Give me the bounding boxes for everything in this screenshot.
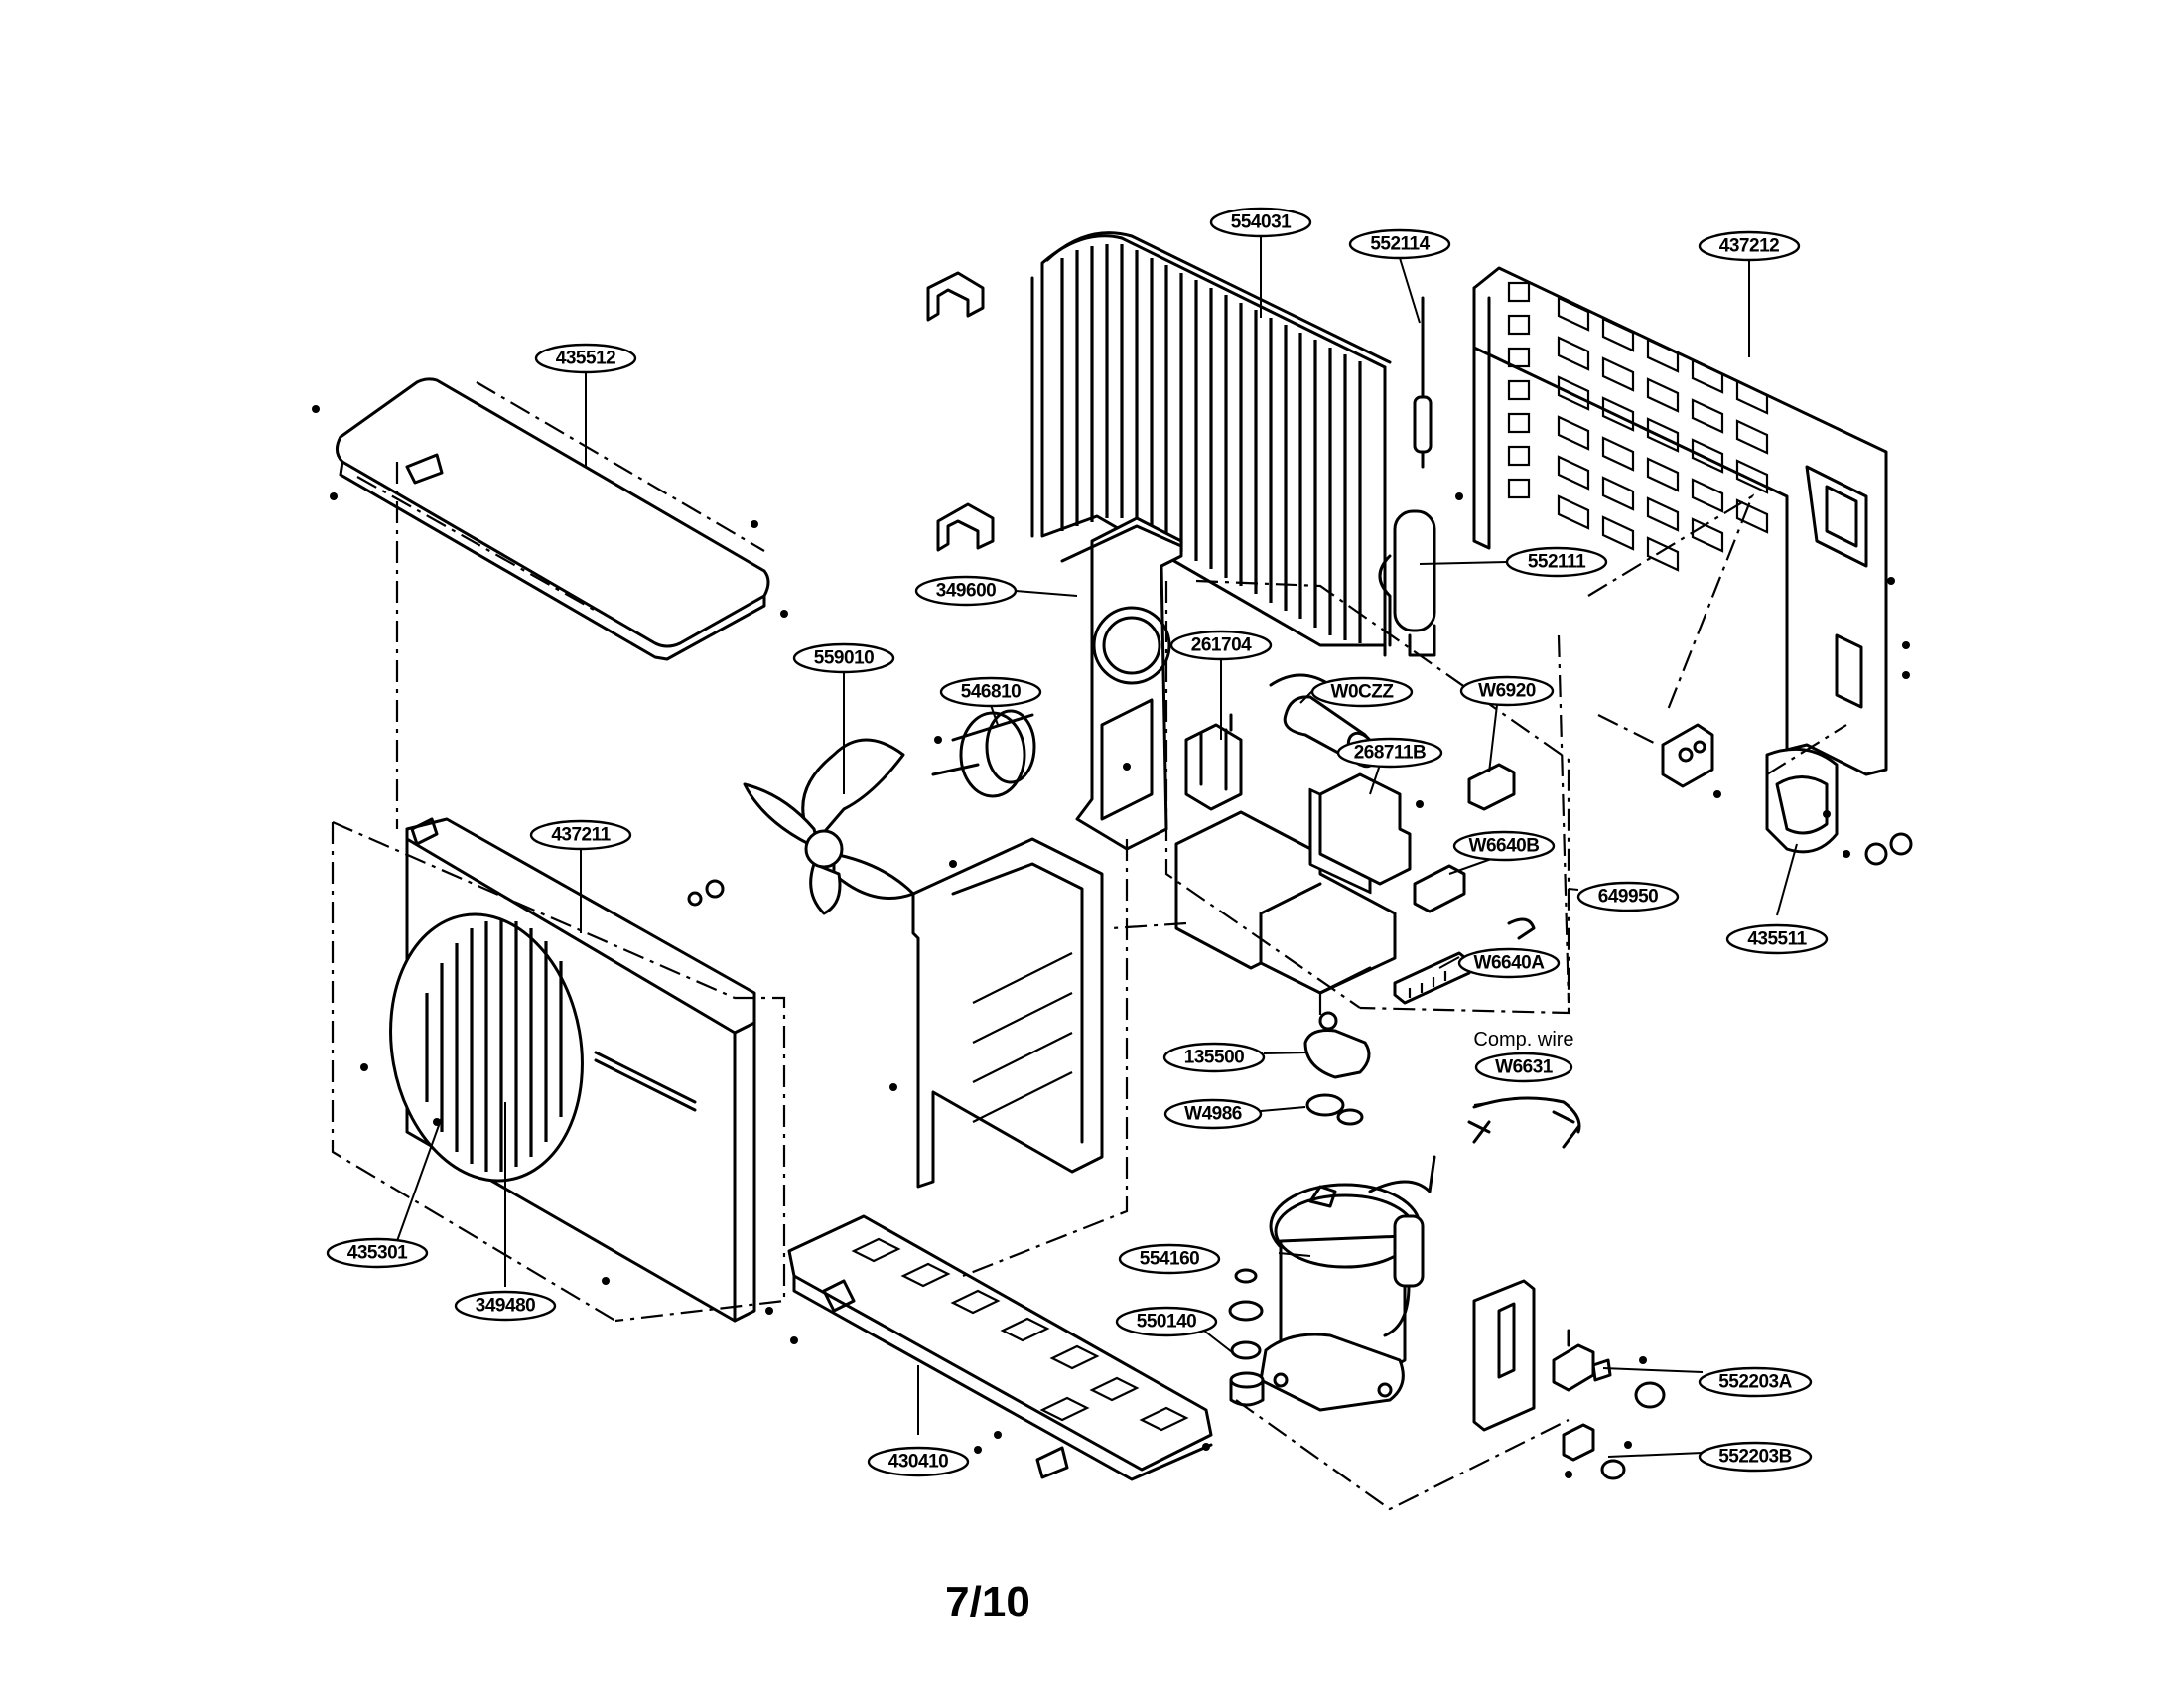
service-valve-552203a	[1552, 1329, 1666, 1409]
label-W6640A: W6640A	[1457, 947, 1561, 979]
label-W6920: W6920	[1459, 675, 1555, 707]
side-guard	[1765, 747, 1913, 866]
motor-bracket	[1060, 516, 1183, 851]
svg-text:W4986: W4986	[1184, 1104, 1242, 1125]
valve-bracket	[1472, 1279, 1536, 1432]
label-430410: 430410	[867, 1446, 970, 1477]
service-valve-552203b	[1562, 1423, 1632, 1480]
svg-text:W6640B: W6640B	[1469, 836, 1540, 857]
label-W6640B: W6640B	[1452, 830, 1556, 862]
drier	[1413, 296, 1433, 469]
label-552203A: 552203A	[1698, 1366, 1813, 1398]
svg-text:W6640A: W6640A	[1474, 953, 1546, 974]
svg-text:W6631: W6631	[1495, 1057, 1554, 1078]
svg-text:552114: 552114	[1370, 234, 1430, 255]
label-261704: 261704	[1169, 630, 1273, 661]
rubber-mounts	[1228, 1268, 1265, 1407]
svg-text:349600: 349600	[936, 581, 996, 602]
label-649950: 649950	[1576, 881, 1680, 912]
svg-text:135500: 135500	[1184, 1048, 1244, 1068]
part-labels: 554031 552114 437212 435512 552111 34960…	[326, 207, 1829, 1477]
label-559010: 559010	[792, 642, 895, 674]
front-panel	[360, 817, 773, 1323]
label-552203B: 552203B	[1698, 1441, 1813, 1473]
label-268711B: 268711B	[1336, 737, 1443, 769]
base-pan	[787, 1214, 1213, 1481]
svg-text:268711B: 268711B	[1354, 743, 1427, 764]
label-349480: 349480	[454, 1290, 557, 1322]
label-W6631: W6631	[1474, 1052, 1573, 1083]
svg-text:W0CZZ: W0CZZ	[1331, 682, 1395, 703]
condenser-coil	[1030, 231, 1392, 657]
top-cover	[312, 377, 788, 661]
four-way-valve	[1378, 509, 1436, 657]
pcb	[1318, 772, 1424, 886]
label-435301: 435301	[326, 1237, 429, 1269]
label-554160: 554160	[1118, 1243, 1221, 1275]
label-552114: 552114	[1348, 228, 1451, 260]
comp-wire-caption: Comp. wire	[1473, 1029, 1573, 1051]
overload-protector	[1303, 1011, 1371, 1126]
label-552111: 552111	[1505, 546, 1608, 578]
fan-motor	[931, 709, 1036, 798]
valve-plate	[1661, 723, 1721, 798]
svg-text:559010: 559010	[814, 648, 874, 669]
svg-text:552111: 552111	[1528, 552, 1586, 573]
label-550140: 550140	[1115, 1306, 1218, 1337]
coil-clip-top	[926, 271, 985, 322]
compressor	[1259, 1155, 1436, 1412]
svg-text:261704: 261704	[1191, 635, 1252, 656]
label-546810: 546810	[939, 676, 1042, 708]
svg-text:349480: 349480	[476, 1296, 535, 1317]
svg-text:437211: 437211	[551, 825, 611, 846]
svg-text:430410: 430410	[888, 1452, 948, 1473]
svg-text:Comp. wire: Comp. wire	[1473, 1029, 1573, 1051]
label-W0CZZ: W0CZZ	[1310, 676, 1414, 708]
compressor-wire	[1467, 1096, 1581, 1149]
fan-blade	[687, 738, 915, 915]
leader-lines	[396, 234, 1798, 1458]
svg-text:552203A: 552203A	[1718, 1372, 1792, 1393]
side-panel	[889, 837, 1104, 1189]
label-435512: 435512	[534, 343, 637, 374]
svg-text:437212: 437212	[1719, 236, 1779, 257]
terminal-block-w6920	[1467, 763, 1516, 811]
label-W4986: W4986	[1163, 1098, 1263, 1130]
svg-text:554160: 554160	[1140, 1249, 1199, 1270]
label-349600: 349600	[914, 575, 1018, 607]
svg-text:435512: 435512	[556, 349, 615, 369]
label-554031: 554031	[1209, 207, 1312, 238]
label-135500: 135500	[1162, 1042, 1266, 1073]
coil-clip-bottom	[936, 502, 995, 552]
label-435511: 435511	[1725, 923, 1829, 955]
svg-text:546810: 546810	[961, 682, 1021, 703]
svg-text:W6920: W6920	[1478, 681, 1536, 702]
svg-text:554031: 554031	[1231, 212, 1292, 233]
terminal-block-w6640a	[1393, 917, 1536, 1005]
page-number: 7/10	[945, 1578, 1030, 1626]
alignment-lines	[331, 462, 1847, 1511]
svg-text:552203B: 552203B	[1718, 1447, 1792, 1468]
rear-panel	[1455, 266, 1910, 776]
label-437211: 437211	[529, 819, 632, 851]
transformer	[1184, 713, 1243, 811]
terminal-block-w6640b	[1413, 864, 1466, 913]
svg-text:435301: 435301	[347, 1243, 408, 1264]
label-437212: 437212	[1698, 230, 1801, 262]
svg-text:649950: 649950	[1598, 887, 1658, 908]
svg-text:435511: 435511	[1747, 929, 1807, 950]
svg-text:550140: 550140	[1137, 1312, 1196, 1333]
